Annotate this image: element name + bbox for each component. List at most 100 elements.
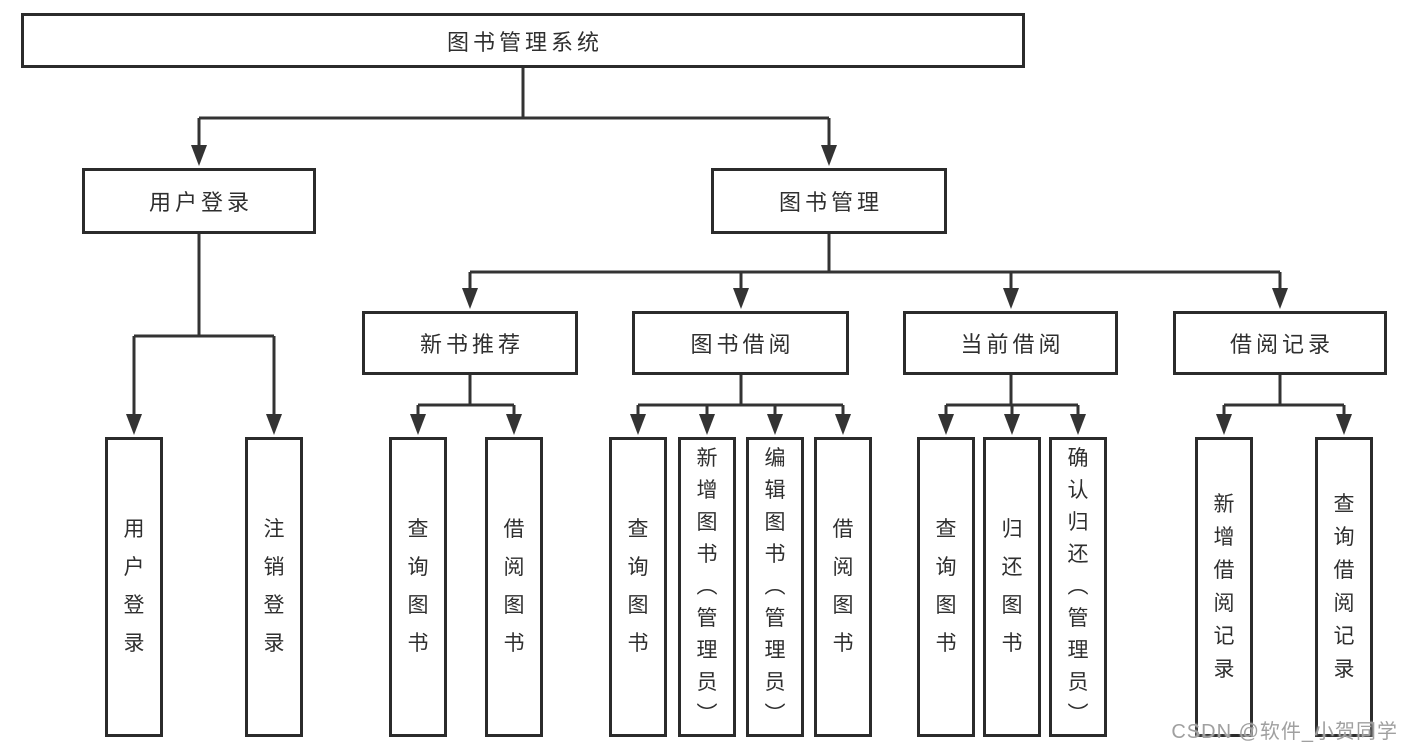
leaf-label-char: 归	[1001, 518, 1023, 541]
connector-book-borrow-to-leaves	[630, 375, 851, 435]
leaf-label-char: 销	[263, 556, 285, 579]
leaf-label-char: 辑	[764, 479, 786, 502]
node-leaf-edit-books-admin: 编辑图书︵管理员︶	[746, 437, 804, 737]
leaf-label-char: 图	[1001, 594, 1023, 617]
leaf-label-char: 书	[1001, 632, 1023, 655]
connector-book-management-to-level3	[462, 234, 1288, 309]
node-current-borrow: 当前借阅	[903, 311, 1118, 375]
arrowhead-icon	[410, 414, 426, 435]
leaf-label-char: 编	[764, 447, 786, 470]
arrowhead-icon	[506, 414, 522, 435]
node-borrow-record: 借阅记录	[1173, 311, 1387, 375]
leaf-label-char: 询	[1333, 526, 1355, 549]
node-leaf-query-books-3: 查询图书	[917, 437, 975, 737]
leaf-label-char: 归	[1067, 511, 1089, 534]
connector-root-to-level2	[191, 68, 837, 166]
arrowhead-icon	[938, 414, 954, 435]
leaf-label-char: 书	[832, 632, 854, 655]
connector-user-login-to-leaves	[126, 234, 282, 435]
leaf-label-char: ︵	[764, 575, 786, 598]
leaf-label-char: 登	[263, 594, 285, 617]
leaf-label-char: 书	[407, 632, 429, 655]
leaf-label-char: 新	[1213, 493, 1235, 516]
leaf-label-char: 书	[935, 632, 957, 655]
node-root-library-management-system: 图书管理系统	[21, 13, 1025, 68]
leaf-label-char: 员	[696, 671, 718, 694]
node-leaf-borrow-books-2: 借阅图书	[814, 437, 872, 737]
leaf-label-char: 阅	[1213, 592, 1235, 615]
leaf-label-char: 书	[503, 632, 525, 655]
node-leaf-query-books-2: 查询图书	[609, 437, 667, 737]
leaf-label-char: 询	[627, 556, 649, 579]
leaf-label-char: 员	[1067, 671, 1089, 694]
leaf-label-char: 书	[696, 543, 718, 566]
arrowhead-icon	[1070, 414, 1086, 435]
leaf-label-char: 图	[503, 594, 525, 617]
arrowhead-icon	[1216, 414, 1232, 435]
leaf-label-char: 记	[1333, 625, 1355, 648]
leaf-label-char: 新	[696, 447, 718, 470]
leaf-label-char: 录	[123, 632, 145, 655]
leaf-label-char: 户	[123, 556, 145, 579]
node-leaf-return-books: 归还图书	[983, 437, 1041, 737]
arrowhead-icon	[1272, 288, 1288, 309]
leaf-label-char: 询	[935, 556, 957, 579]
leaf-label-char: 借	[1213, 559, 1235, 582]
leaf-label-char: 确	[1067, 447, 1089, 470]
leaf-label-char: 查	[407, 518, 429, 541]
node-user-login: 用户登录	[82, 168, 316, 234]
arrowhead-icon	[1003, 288, 1019, 309]
node-leaf-query-books-1: 查询图书	[389, 437, 447, 737]
leaf-label-char: 管	[764, 607, 786, 630]
connector-current-borrow-to-leaves	[938, 375, 1086, 435]
csdn-watermark: CSDN @软件_小贺同学	[1171, 721, 1398, 743]
node-book-management: 图书管理	[711, 168, 947, 234]
leaf-label-char: 还	[1001, 556, 1023, 579]
leaf-label-char: ︶	[696, 703, 718, 726]
arrowhead-icon	[821, 145, 837, 166]
leaf-label-char: 查	[935, 518, 957, 541]
arrowhead-icon	[835, 414, 851, 435]
node-leaf-user-login: 用户登录	[105, 437, 163, 737]
leaf-label-char: 认	[1067, 479, 1089, 502]
arrowhead-icon	[126, 414, 142, 435]
node-leaf-add-borrow-record: 新增借阅记录	[1195, 437, 1253, 737]
leaf-label-char: 阅	[1333, 592, 1355, 615]
leaf-label-char: 阅	[832, 556, 854, 579]
leaf-label-char: 增	[696, 479, 718, 502]
leaf-label-char: ︶	[1067, 703, 1089, 726]
node-leaf-borrow-books-1: 借阅图书	[485, 437, 543, 737]
leaf-label-char: 理	[1067, 639, 1089, 662]
node-book-borrow: 图书借阅	[632, 311, 849, 375]
arrowhead-icon	[630, 414, 646, 435]
arrowhead-icon	[767, 414, 783, 435]
leaf-label-char: 图	[764, 511, 786, 534]
leaf-label-char: 管	[696, 607, 718, 630]
leaf-label-char: 图	[627, 594, 649, 617]
leaf-label-char: ︶	[764, 703, 786, 726]
leaf-label-char: 借	[832, 518, 854, 541]
leaf-label-char: 录	[1333, 658, 1355, 681]
leaf-label-char: 书	[764, 543, 786, 566]
leaf-label-char: 注	[263, 518, 285, 541]
arrowhead-icon	[699, 414, 715, 435]
leaf-label-char: 图	[832, 594, 854, 617]
node-new-book-recommend: 新书推荐	[362, 311, 578, 375]
leaf-label-char: 录	[1213, 658, 1235, 681]
leaf-label-char: 查	[627, 518, 649, 541]
leaf-label-char: ︵	[1067, 575, 1089, 598]
leaf-label-char: 借	[503, 518, 525, 541]
leaf-label-char: 记	[1213, 625, 1235, 648]
leaf-label-char: 阅	[503, 556, 525, 579]
node-leaf-logout: 注销登录	[245, 437, 303, 737]
leaf-label-char: 询	[407, 556, 429, 579]
arrowhead-icon	[1004, 414, 1020, 435]
connector-borrow-record-to-leaves	[1216, 375, 1352, 435]
arrowhead-icon	[462, 288, 478, 309]
arrowhead-icon	[733, 288, 749, 309]
leaf-label-char: 理	[696, 639, 718, 662]
leaf-label-char: 登	[123, 594, 145, 617]
connector-new-book-to-leaves	[410, 375, 522, 435]
